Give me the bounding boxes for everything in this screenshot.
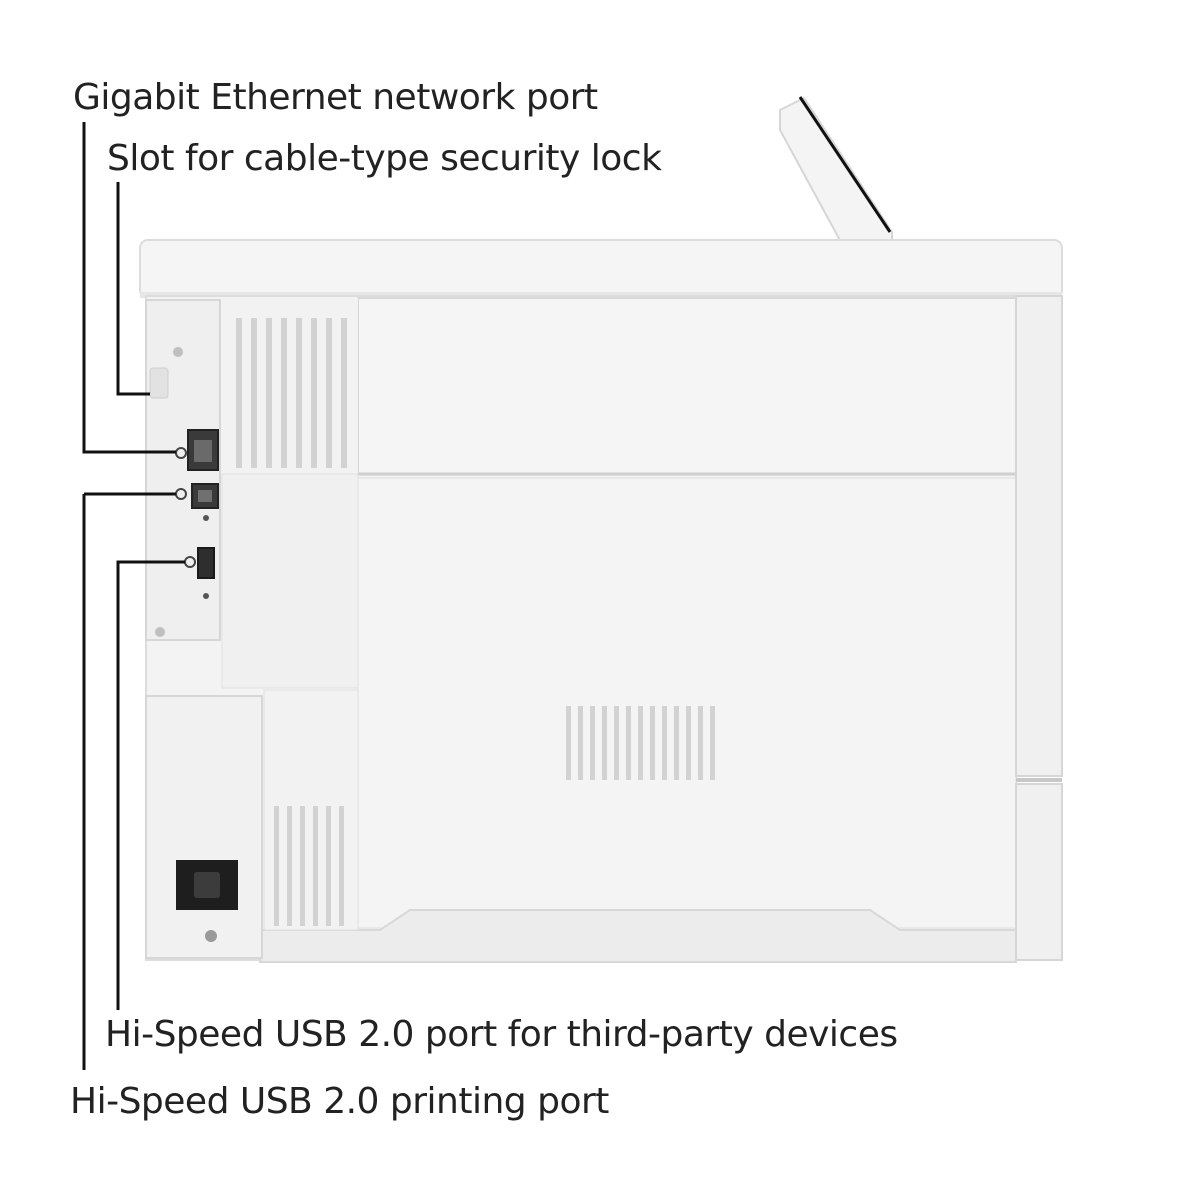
- center-vent-slat: [626, 706, 631, 780]
- lower-vent-slat: [300, 806, 305, 926]
- lower-vent-slat: [339, 806, 344, 926]
- leader-lines: [82, 122, 185, 1070]
- usb-third-party-port: [184, 515, 215, 599]
- lower-vent-slat: [313, 806, 318, 926]
- panel-screw-bottom: [155, 627, 165, 637]
- label-ethernet-port: Gigabit Ethernet network port: [73, 77, 598, 118]
- printer-rear-body: [145, 295, 1017, 963]
- panel-screw-top: [173, 347, 183, 357]
- label-usb-third-party: Hi-Speed USB 2.0 port for third-party de…: [105, 1014, 898, 1055]
- leader-lock: [116, 182, 150, 396]
- center-vent-slat: [614, 706, 619, 780]
- center-vent-slat: [590, 706, 595, 780]
- upper-vent-grille: [222, 298, 358, 474]
- center-vent-slat: [638, 706, 643, 780]
- printer-top-cover: [139, 239, 1063, 299]
- printer-side-panels: [1015, 295, 1063, 961]
- output-tray-support: [779, 96, 893, 245]
- lower-vent-slat: [326, 806, 331, 926]
- center-vent-slat: [650, 706, 655, 780]
- upper-vent-slat: [341, 318, 347, 468]
- center-vent-slat: [602, 706, 607, 780]
- center-vent-slat: [710, 706, 715, 780]
- upper-vent-slat: [326, 318, 332, 468]
- leader-ethernet: [82, 122, 176, 454]
- lower-vent-slat: [274, 806, 279, 926]
- center-vent-slat: [674, 706, 679, 780]
- upper-vent-slat: [251, 318, 257, 468]
- upper-vent-slat: [266, 318, 272, 468]
- usb-printing-port: [175, 483, 219, 509]
- power-screw: [205, 930, 217, 942]
- label-security-lock-slot: Slot for cable-type security lock: [107, 138, 662, 179]
- center-vent-grille: [566, 706, 715, 780]
- upper-vent-slat: [236, 318, 242, 468]
- security-lock-slot: [149, 367, 169, 399]
- lower-vent-grille: [263, 689, 359, 931]
- center-vent-slat: [686, 706, 691, 780]
- upper-vent-slat: [296, 318, 302, 468]
- center-vent-slat: [578, 706, 583, 780]
- center-vent-slat: [566, 706, 571, 780]
- upper-vent-slat: [281, 318, 287, 468]
- label-usb-printing: Hi-Speed USB 2.0 printing port: [70, 1081, 609, 1122]
- leader-usb-third-party: [116, 560, 185, 1010]
- upper-vent-slat: [311, 318, 317, 468]
- lower-vent-slat: [287, 806, 292, 926]
- center-vent-slat: [698, 706, 703, 780]
- power-module: [145, 695, 263, 959]
- center-vent-slat: [662, 706, 667, 780]
